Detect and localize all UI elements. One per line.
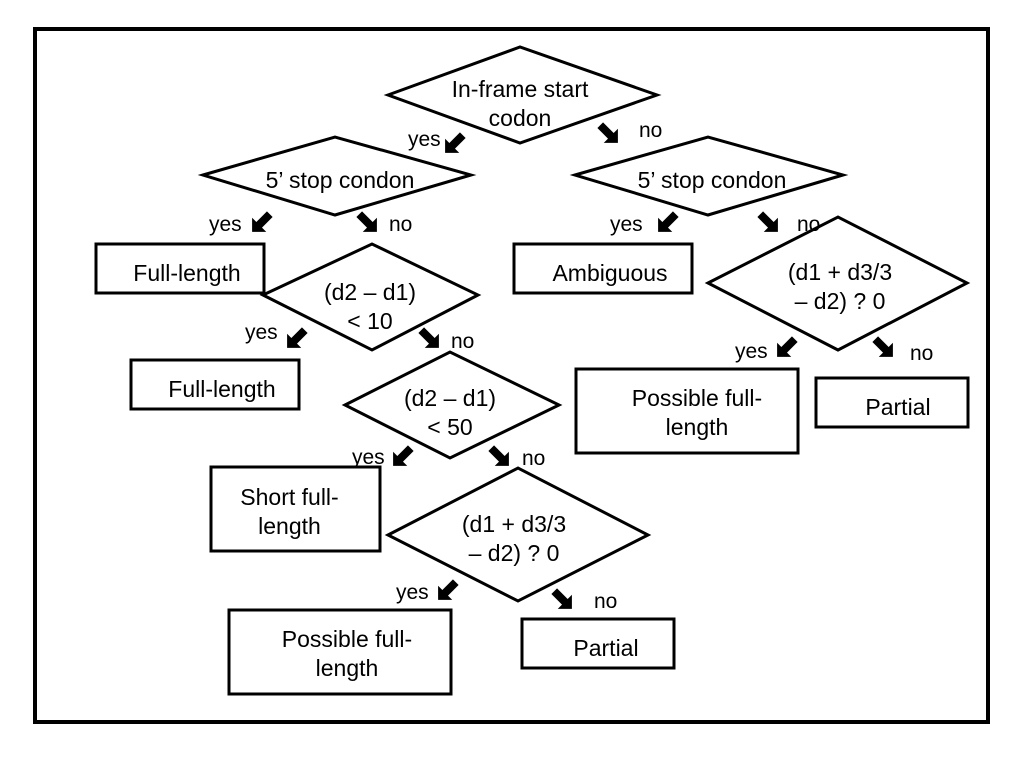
outcome-short-full-label: Short full- length — [240, 484, 339, 539]
outcome-full-length-1-shape — [94, 242, 266, 295]
arrow-down-right-icon — [488, 445, 509, 466]
edge-label-no: no — [451, 330, 475, 353]
decision-stop-right-shape — [569, 135, 849, 217]
edge-label-yes: yes — [209, 213, 242, 236]
decision-stop-left-shape — [197, 135, 477, 217]
arrow-down-right-icon — [551, 588, 572, 609]
arrow-down-right-icon — [418, 327, 439, 348]
edge-label-yes: yes — [735, 340, 768, 363]
decision-d10-label: (d2 – d1) < 10 — [323, 279, 417, 334]
outcome-full-length-2-label: Full-length — [168, 376, 276, 402]
arrow-down-right-icon — [597, 122, 618, 143]
edge-label-yes: yes — [610, 213, 643, 236]
edge-label-no: no — [522, 447, 546, 470]
arrow-down-left-icon — [393, 445, 414, 466]
arrow-down-right-icon — [872, 336, 893, 357]
outcome-full-length-2-shape — [129, 358, 301, 411]
outcome-short-full-shape — [209, 465, 382, 553]
arrow-down-right-icon — [757, 211, 778, 232]
outcome-possible-full-right-label: Possible full- length — [631, 385, 763, 440]
edge-label-no: no — [594, 590, 618, 613]
edge-label-no: no — [639, 119, 663, 142]
edge-label-yes: yes — [408, 128, 441, 151]
arrow-down-left-icon — [438, 579, 459, 600]
outcome-possible-full-right-shape — [574, 367, 800, 455]
edge-label-yes: yes — [245, 321, 278, 344]
edge-label-no: no — [910, 342, 934, 365]
outcome-partial-right-label: Partial — [865, 394, 931, 420]
decision-inframe-start-label: In-frame start codon — [451, 76, 589, 131]
decision-stop-left-label: 5’ stop condon — [265, 167, 415, 193]
decision-d10-shape — [259, 242, 482, 352]
arrow-down-left-icon — [287, 327, 308, 348]
arrow-down-left-icon — [252, 211, 273, 232]
edge-label-no: no — [797, 213, 821, 236]
decision-calc-bottom-label: (d1 + d3/3 – d2) ? 0 — [461, 511, 567, 566]
decision-inframe-start-shape — [383, 45, 662, 145]
outcome-possible-full-bottom-shape — [227, 608, 453, 696]
outcome-ambiguous-shape — [512, 242, 694, 295]
outcome-partial-right-shape — [814, 376, 970, 429]
arrow-down-left-icon — [658, 211, 679, 232]
outcome-possible-full-bottom-label: Possible full- length — [281, 626, 413, 681]
decision-calc-right-shape — [704, 215, 971, 352]
edge-label-yes: yes — [352, 446, 385, 469]
edge-label-no: no — [389, 213, 413, 236]
outcome-partial-bottom-shape — [520, 617, 676, 670]
outcome-partial-bottom-label: Partial — [573, 635, 639, 661]
arrow-down-left-icon — [777, 336, 798, 357]
decision-d50-label: (d2 – d1) < 50 — [403, 385, 497, 440]
edge-label-yes: yes — [396, 581, 429, 604]
arrow-down-left-icon — [445, 132, 466, 153]
outcome-full-length-1-label: Full-length — [133, 260, 241, 286]
decision-calc-right-label: (d1 + d3/3 – d2) ? 0 — [787, 259, 893, 314]
decision-d50-shape — [341, 350, 563, 460]
decision-calc-bottom-shape — [384, 466, 652, 603]
outcome-ambiguous-label: Ambiguous — [552, 260, 668, 286]
decision-stop-right-label: 5’ stop condon — [637, 167, 787, 193]
diagram-frame — [33, 27, 990, 724]
arrow-down-right-icon — [356, 211, 377, 232]
